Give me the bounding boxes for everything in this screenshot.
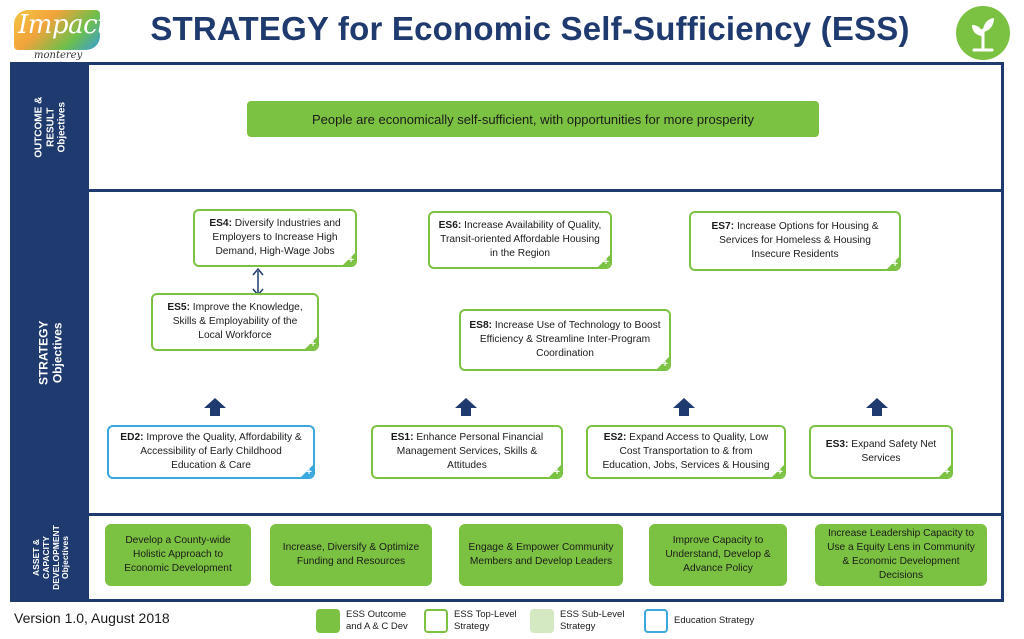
outcome-box: People are economically self-sufficient,… <box>247 101 819 137</box>
strategy-ed2: ED2: Improve the Quality, Affordability … <box>107 425 315 479</box>
strategy-band: STRATEGY Objectives ES4: Diversify Indus… <box>13 192 1001 516</box>
es3-text: Expand Safety Net Services <box>848 439 937 464</box>
strategy-es1: ES1: Enhance Personal Financial Manageme… <box>371 425 563 479</box>
asset-box: Increase Leadership Capacity to Use a Eq… <box>815 524 987 586</box>
up-arrow-icon <box>866 398 888 416</box>
outcome-band: OUTCOME & RESULT Objectives People are e… <box>13 65 1001 192</box>
asset-box: Improve Capacity to Understand, Develop … <box>649 524 787 586</box>
es5-text: Improve the Knowledge, Skills & Employab… <box>172 302 303 341</box>
ed2-text: Improve the Quality, Affordability & Acc… <box>140 432 302 471</box>
strategy-es3: ES3: Expand Safety Net Services + <box>809 425 953 479</box>
legend-item: ESS Sub-Level Strategy <box>530 606 624 636</box>
strategy-es6: ES6: Increase Availability of Quality, T… <box>428 211 612 269</box>
logo-badge <box>14 10 100 50</box>
outcome-band-label: OUTCOME & RESULT Objectives <box>13 65 89 189</box>
strategy-es7: ES7: Increase Options for Housing & Serv… <box>689 211 901 271</box>
es6-code: ES6: <box>438 220 462 232</box>
legend-item: ESS Top-Level Strategy <box>424 606 517 636</box>
logo-text: Impact <box>18 10 108 40</box>
legend-label: ESS Sub-Level Strategy <box>560 608 625 632</box>
impact-logo: Impact monterey county <box>10 6 108 72</box>
strategy-es5: ES5: Improve the Knowledge, Skills & Emp… <box>151 293 319 351</box>
es6-text: Increase Availability of Quality, Transi… <box>440 220 602 259</box>
plus-corner-icon <box>938 464 951 477</box>
up-arrow-icon <box>204 398 226 416</box>
asset-box: Develop a County-wide Holistic Approach … <box>105 524 251 586</box>
plus-corner-icon <box>300 464 313 477</box>
asset-band-label-text: ASSET & CAPACITY DEVELOPMENT Objectives <box>30 525 70 590</box>
asset-box: Increase, Diversify & Optimize Funding a… <box>270 524 432 586</box>
strategy-es2: ES2: Expand Access to Quality, Low Cost … <box>586 425 786 479</box>
es4-text: Diversify Industries and Employers to In… <box>212 218 341 257</box>
plant-sprout-icon <box>956 6 1010 60</box>
legend-label: ESS Outcome and A & C Dev <box>346 608 408 632</box>
strategy-es4: ES4: Diversify Industries and Employers … <box>193 209 357 267</box>
es5-code: ES5: <box>167 302 190 314</box>
ed2-code: ED2: <box>120 432 144 444</box>
es7-text: Increase Options for Housing & Services … <box>719 221 879 260</box>
asset-box: Engage & Empower Community Members and D… <box>459 524 623 586</box>
plus-corner-icon <box>342 252 355 265</box>
es8-text: Increase Use of Technology to Boost Effi… <box>479 320 661 359</box>
es1-text: Enhance Personal Financial Management Se… <box>396 432 544 471</box>
es8-code: ES8: <box>469 320 493 332</box>
plus-corner-icon <box>304 336 317 349</box>
es2-text: Expand Access to Quality, Low Cost Trans… <box>602 432 770 471</box>
strategy-frame: OUTCOME & RESULT Objectives People are e… <box>10 62 1004 602</box>
version-label: Version 1.0, August 2018 <box>14 610 170 626</box>
asset-band: ASSET & CAPACITY DEVELOPMENT Objectives … <box>13 516 1001 599</box>
up-arrow-icon <box>673 398 695 416</box>
plus-corner-icon <box>656 356 669 369</box>
asset-band-label: ASSET & CAPACITY DEVELOPMENT Objectives <box>13 516 89 599</box>
strategy-es8: ES8: Increase Use of Technology to Boost… <box>459 309 671 371</box>
strategy-band-label-text: STRATEGY Objectives <box>36 320 64 385</box>
es2-code: ES2: <box>603 432 627 444</box>
legend-label: ESS Top-Level Strategy <box>454 608 517 632</box>
up-arrow-icon <box>455 398 477 416</box>
es7-code: ES7: <box>711 221 735 233</box>
plus-corner-icon <box>597 254 610 267</box>
legend-label: Education Strategy <box>674 614 755 626</box>
legend-swatch <box>316 609 340 633</box>
plus-corner-icon <box>548 464 561 477</box>
legend-swatch <box>424 609 448 633</box>
plus-corner-icon <box>886 256 899 269</box>
strategy-band-label: STRATEGY Objectives <box>13 192 89 513</box>
legend-swatch <box>644 609 668 633</box>
legend-item: Education Strategy <box>644 606 754 636</box>
outcome-band-label-text: OUTCOME & RESULT Objectives <box>33 96 68 158</box>
es1-code: ES1: <box>390 432 414 444</box>
page-title: STRATEGY for Economic Self-Sufficiency (… <box>150 10 910 47</box>
legend-item: ESS Outcome and A & C Dev <box>316 606 408 636</box>
plus-corner-icon <box>771 464 784 477</box>
es4-code: ES4: <box>209 218 232 230</box>
es3-code: ES3: <box>825 439 849 451</box>
legend-swatch <box>530 609 554 633</box>
